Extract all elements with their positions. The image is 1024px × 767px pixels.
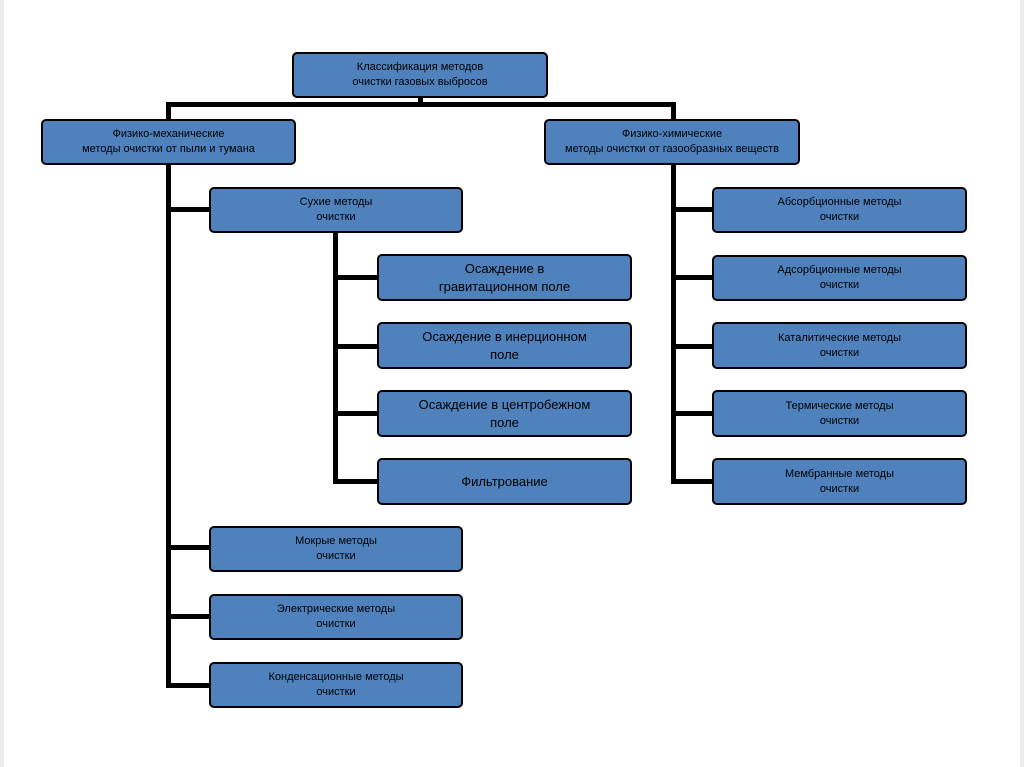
node-thermal-line2: очистки xyxy=(819,414,860,427)
node-root-line2: очистки газовых выбросов xyxy=(352,76,488,88)
connector-root-stem xyxy=(418,96,423,106)
connector-branch-catalytic xyxy=(671,344,714,349)
node-membrane-line1: Мембранные методы xyxy=(784,467,895,480)
node-condensation-line1: Конденсационные методы xyxy=(268,671,404,684)
connector-branch-condensation xyxy=(166,683,211,688)
node-thermal-line1: Термические методы xyxy=(785,399,894,412)
node-chem: Физико-химические методы очистки от газо… xyxy=(544,119,800,165)
node-wet-line2: очистки xyxy=(316,550,356,562)
node-catalytic: Каталитические методы очистки xyxy=(712,322,967,369)
node-absorption-line2: очистки xyxy=(819,211,860,223)
node-catalytic-line1: Каталитические методы xyxy=(778,331,901,344)
connector-branch-wet xyxy=(166,545,211,550)
node-adsorption-line2: очистки xyxy=(819,279,860,291)
node-filtration-line1: Фильтрование xyxy=(461,473,548,489)
connector-branch-electric xyxy=(166,614,211,619)
node-chem-line2: методы очистки от газообразных веществ xyxy=(565,143,779,155)
connector-mech-drop xyxy=(166,102,171,120)
node-inertia: Осаждение в инерционном поле xyxy=(377,322,632,369)
connector-top-bus xyxy=(166,102,676,107)
node-electric: Электрические методы очистки xyxy=(209,594,463,640)
node-membrane-line2: очистки xyxy=(819,482,860,495)
connector-dry-spine xyxy=(333,232,338,484)
node-adsorption: Адсорбционные методы очистки xyxy=(712,255,967,301)
connector-branch-membrane xyxy=(671,479,714,484)
node-electric-line1: Электрические методы xyxy=(276,603,396,616)
node-absorption-line1: Абсорбционные методы xyxy=(777,196,902,209)
node-electric-line2: очистки xyxy=(316,618,356,630)
node-centrifugal-line1: Осаждение в центробежном xyxy=(418,396,591,412)
connector-branch-dry xyxy=(166,207,211,212)
node-centrifugal-line2: поле xyxy=(490,414,519,430)
node-membrane: Мембранные методы очистки xyxy=(712,458,967,505)
node-centrifugal: Осаждение в центробежном поле xyxy=(377,390,632,437)
node-wet: Мокрые методы очистки xyxy=(209,526,463,572)
connector-branch-inertia xyxy=(333,344,379,349)
node-root-line1: Классификация методов xyxy=(356,61,484,74)
node-absorption: Абсорбционные методы очистки xyxy=(712,187,967,233)
node-thermal: Термические методы очистки xyxy=(712,390,967,437)
node-gravity-line2: гравитационном поле xyxy=(438,278,571,294)
node-chem-line1: Физико-химические xyxy=(621,128,723,141)
connector-chem-drop xyxy=(671,102,676,120)
node-inertia-line2: поле xyxy=(490,346,519,362)
connector-branch-adsorption xyxy=(671,275,714,280)
node-dry-line1: Сухие методы xyxy=(299,196,373,209)
node-wet-line1: Мокрые методы xyxy=(295,535,377,548)
slide-edge-right xyxy=(1020,0,1024,767)
node-condensation: Конденсационные методы очистки xyxy=(209,662,463,708)
node-dry-line2: очистки xyxy=(316,211,356,223)
connector-branch-filtration xyxy=(333,479,379,484)
node-root: Классификация методов очистки газовых вы… xyxy=(292,52,548,98)
connector-mech-spine xyxy=(166,164,171,688)
node-condensation-line2: очистки xyxy=(316,686,356,698)
connector-branch-gravity xyxy=(333,275,379,280)
node-adsorption-line1: Адсорбционные методы xyxy=(777,264,902,277)
node-gravity: Осаждение в гравитационном поле xyxy=(377,254,632,301)
slide-edge-left xyxy=(0,0,4,767)
node-mech-line2: методы очистки от пыли и тумана xyxy=(82,143,255,155)
connector-branch-thermal xyxy=(671,411,714,416)
connector-branch-centrifugal xyxy=(333,411,379,416)
node-mech: Физико-механические методы очистки от пы… xyxy=(41,119,296,165)
connector-branch-absorption xyxy=(671,207,714,212)
node-filtration: Фильтрование xyxy=(377,458,632,505)
node-dry: Сухие методы очистки xyxy=(209,187,463,233)
node-mech-line1: Физико-механические xyxy=(112,128,225,141)
node-catalytic-line2: очистки xyxy=(819,346,860,359)
connector-chem-spine xyxy=(671,164,676,484)
node-gravity-line1: Осаждение в xyxy=(464,260,545,276)
node-inertia-line1: Осаждение в инерционном xyxy=(422,328,587,344)
